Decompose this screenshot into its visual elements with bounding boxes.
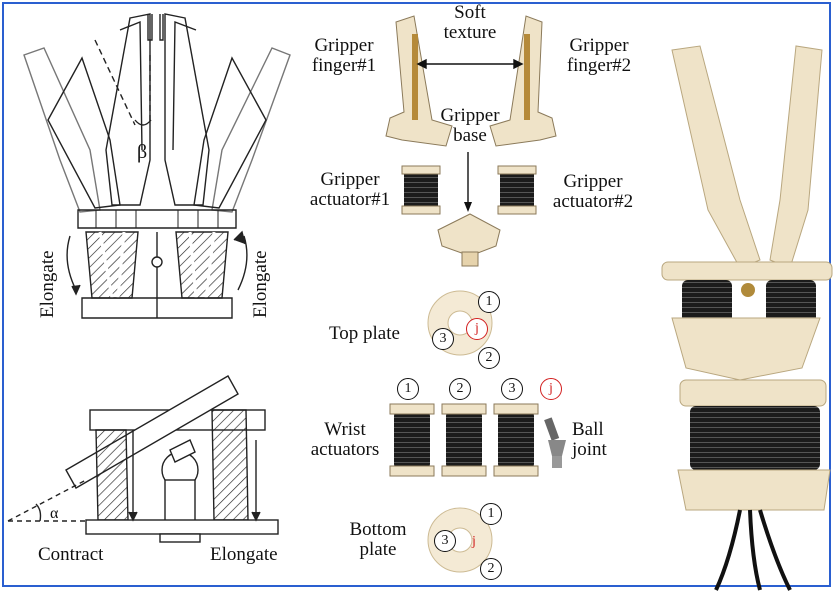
wrist-actuator-marker-1: 1 (397, 378, 419, 400)
ball-joint-part (544, 417, 566, 468)
elongate-bottom-label: Elongate (210, 545, 278, 565)
wrist-schematic (8, 376, 278, 542)
wrist-actuator-marker-2: 2 (449, 378, 471, 400)
assembled-gripper-photo (662, 46, 832, 590)
contract-label: Contract (38, 545, 103, 565)
alpha-angle-label: α (50, 504, 58, 524)
ball-joint-marker-j: j (540, 378, 562, 400)
top-plate-marker-2: 2 (478, 347, 500, 369)
top-plate-label: Top plate (329, 324, 400, 344)
elongate-right-label: Elongate (250, 250, 272, 318)
top-plate-marker-3: 3 (432, 328, 454, 350)
top-plate-marker-j: j (466, 318, 488, 340)
gripper-base-part (438, 152, 500, 266)
beta-angle-label: β (137, 142, 147, 162)
bottom-plate-marker-2: 2 (480, 558, 502, 580)
elongate-left-label: Elongate (37, 250, 59, 318)
wrist-actuator-parts (390, 404, 538, 476)
bottom-plate-marker-j: j (464, 532, 484, 552)
bottom-plate-marker-1: 1 (480, 503, 502, 525)
soft-texture-arrow (418, 60, 522, 68)
bottom-plate-marker-3: 3 (434, 530, 456, 552)
top-plate-marker-1: 1 (478, 291, 500, 313)
wrist-actuator-marker-3: 3 (501, 378, 523, 400)
